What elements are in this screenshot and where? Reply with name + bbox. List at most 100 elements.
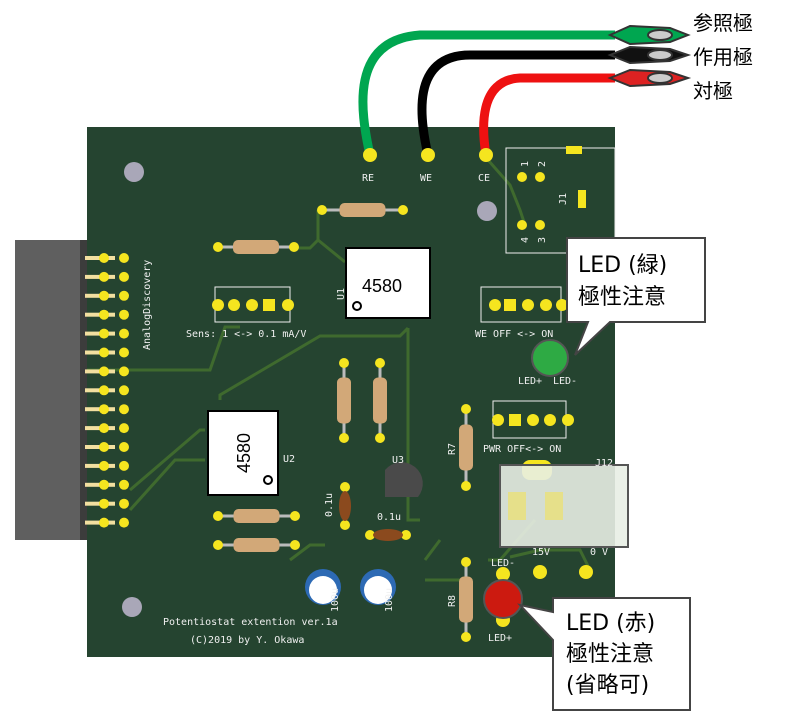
j1-label: J1 (558, 193, 569, 205)
r8-label: R8 (447, 595, 458, 607)
power-0v-label: 0 V (590, 547, 608, 558)
wire-red-counter (479, 73, 615, 156)
label-working-electrode: 作用極 (693, 46, 753, 69)
callout-red-led: LED (赤) 極性注意 (省略可) (517, 597, 691, 711)
sens-label: Sens: 1 <-> 0.1 mA/V (186, 329, 306, 340)
resistor (317, 203, 408, 217)
u1-chip-text: 4580 (362, 276, 402, 296)
resistor (459, 557, 473, 642)
callout-green-led: LED (緑) 極性注意 (566, 237, 706, 356)
u1-opamp (345, 247, 431, 319)
sens-switch (212, 286, 294, 323)
connector-pad (99, 290, 109, 301)
j1-pin-4: 4 (520, 237, 531, 243)
connector-pad (99, 347, 109, 358)
green-led-minus-label: LED- (553, 376, 577, 387)
j1-pin-3: 3 (537, 237, 548, 243)
callout-red-line1: LED (赤) (566, 611, 655, 636)
resistor (337, 358, 351, 443)
green-led (531, 339, 569, 377)
connector-pad (99, 442, 109, 452)
connector-pad (119, 517, 129, 528)
electrolytic-capacitors (305, 569, 396, 605)
green-led-plus-label: LED+ (518, 376, 542, 387)
red-led-minus-label: LED- (491, 558, 515, 569)
r7-label: R7 (447, 443, 458, 455)
board-copyright: (C)2019 by Y. Okawa (190, 635, 304, 646)
electrolytic-label-1: 100u (330, 588, 341, 612)
callout-red-line2: 極性注意 (566, 642, 654, 667)
power-connector-j12 (499, 460, 629, 548)
u1-label: U1 (336, 288, 347, 300)
connector-pad (99, 385, 109, 396)
connector-pad (119, 498, 129, 509)
power-15v-label: 15V (532, 547, 550, 558)
resistor (213, 538, 300, 552)
connector-pad (99, 517, 109, 528)
connector-pad (119, 366, 129, 377)
label-counter-electrode: 対極 (693, 80, 733, 103)
wire-black-working (417, 50, 615, 157)
connector-pad (119, 271, 129, 282)
j1-header (505, 146, 616, 254)
j1-pin-1: 1 (520, 161, 531, 167)
u3-regulator (385, 462, 423, 497)
connector-pad (119, 460, 129, 471)
connector-pad (119, 385, 129, 396)
connector-pad (99, 328, 109, 339)
connector-pad (119, 347, 129, 358)
power-pads (533, 565, 593, 579)
pad-label-ce: CE (478, 173, 490, 184)
connector-pad (99, 404, 109, 415)
connector-pad (99, 309, 109, 320)
we-switch-label: WE OFF <-> ON (475, 329, 553, 340)
callout-green-line2: 極性注意 (578, 285, 666, 310)
connector-pad (119, 309, 129, 320)
connector-pad (99, 253, 109, 263)
connector-pad (119, 328, 129, 339)
electrode-pads (363, 148, 493, 162)
connector-pad (99, 271, 109, 282)
wire-green-reference (358, 30, 615, 156)
connector-pad (119, 404, 129, 415)
callout-green-line1: LED (緑) (578, 253, 667, 278)
connector-pad (99, 423, 109, 434)
ceramic-capacitors (339, 482, 411, 541)
red-led (483, 579, 523, 619)
label-reference-electrode: 参照極 (693, 12, 753, 35)
resistors (213, 203, 473, 642)
pwr-switch-label: PWR OFF<-> ON (483, 444, 561, 455)
j1-pin-2: 2 (537, 161, 548, 167)
cap-label-2: 0.1u (377, 512, 401, 523)
pad-label-re: RE (362, 173, 374, 184)
red-led-pad-minus (496, 567, 510, 581)
u2-chip-text: 4580 (234, 433, 254, 473)
board-title: Potentiostat extention ver.1a (163, 617, 338, 628)
connector-pad (119, 423, 129, 434)
resistor (213, 240, 299, 254)
pwr-switch (492, 400, 574, 439)
connector-pad (119, 253, 129, 263)
we-switch (480, 286, 568, 323)
resistor (213, 509, 300, 523)
u2-opamp (207, 410, 279, 496)
resistor (373, 358, 387, 443)
connector-pad (119, 479, 129, 490)
analog-discovery-connector (15, 240, 129, 540)
electrode-clips (607, 24, 692, 88)
connector-pad (119, 290, 129, 301)
electrolytic-label-2: 100u (384, 588, 395, 612)
u3-label: U3 (392, 455, 404, 466)
cap-label-1: 0.1u (324, 493, 335, 517)
j12-label: J12 (595, 458, 613, 469)
connector-pad (99, 366, 109, 377)
red-led-plus-label: LED+ (488, 633, 512, 644)
connector-pad (99, 479, 109, 490)
connector-pad (99, 498, 109, 509)
pad-label-we: WE (420, 173, 432, 184)
connector-pad (119, 442, 129, 452)
resistor (459, 404, 473, 491)
connector-pad (99, 460, 109, 471)
mounting-holes (122, 162, 497, 617)
